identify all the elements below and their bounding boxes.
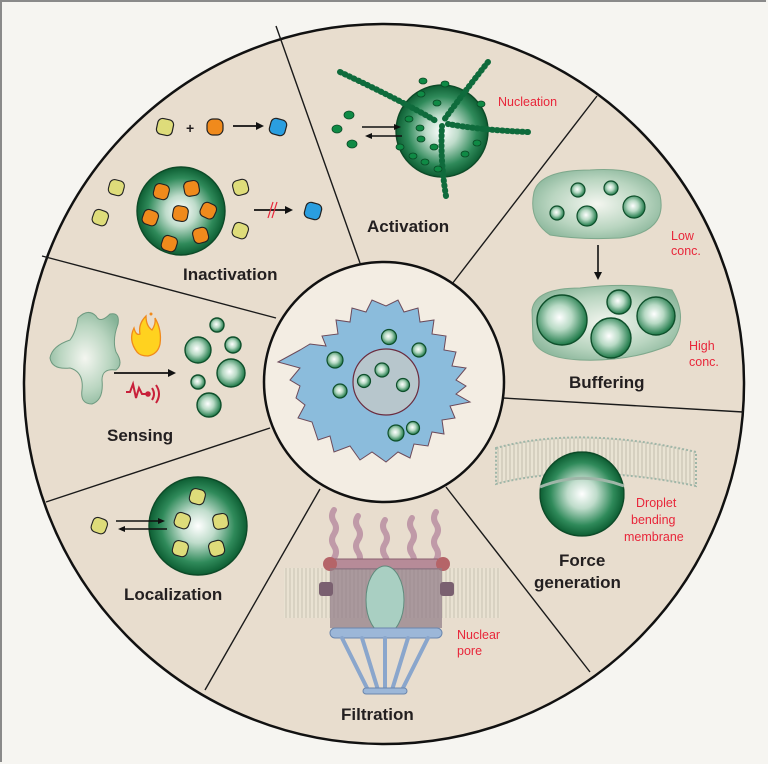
sector-activation: Nucleation Activation (331, 59, 557, 236)
cell-condensates (326, 328, 427, 442)
divider-force-filtration (445, 486, 591, 673)
sector-sensing: Sensing (49, 312, 246, 445)
label-sensing: Sensing (107, 426, 173, 445)
sector-filtration: Nuclear pore Filtration (284, 507, 500, 724)
sector-inactivation: + Inactivation (91, 117, 323, 284)
divider-buffering-force (502, 397, 744, 413)
label-generation: generation (534, 573, 621, 592)
lumen-right (440, 582, 454, 596)
arrow-head (256, 122, 264, 130)
sequestered-clients (141, 179, 218, 253)
cell-droplet (374, 362, 390, 378)
annotation-pore: pore (457, 644, 482, 658)
central-channel (365, 565, 405, 635)
arrow-head (285, 206, 293, 214)
cell (276, 299, 472, 463)
sector-dividers (41, 25, 744, 691)
cell-droplet (405, 420, 421, 436)
sector-localization: Localization (90, 476, 248, 604)
divider-localization-sensing (45, 427, 271, 503)
low-conc-compartment (532, 169, 662, 240)
high-conc-droplets (536, 289, 676, 359)
basket-strands (340, 636, 430, 692)
membrane-edge (539, 476, 625, 489)
free-client (90, 516, 109, 535)
annotation-low: Low (671, 229, 695, 243)
annotation-membrane: membrane (624, 530, 684, 544)
annotation-bending: bending (631, 513, 676, 527)
label-activation: Activation (367, 217, 449, 236)
block-mark (271, 201, 278, 219)
arrow-head (168, 369, 176, 377)
localized-clients (171, 488, 230, 558)
client-orange (206, 118, 224, 136)
arrow-head (365, 133, 372, 139)
flame-icon (130, 312, 162, 357)
arrow-head (394, 124, 401, 130)
product-blue (268, 117, 288, 137)
dispersed-phase-blob (49, 312, 121, 405)
cell-droplet (332, 383, 348, 399)
arrow-head (118, 526, 125, 532)
cell-droplet (356, 373, 372, 389)
cell-droplet (387, 424, 405, 442)
sector-force-generation: Droplet bending membrane Force generatio… (495, 436, 697, 592)
lumen-left (319, 582, 333, 596)
client-yellow (155, 117, 175, 137)
annotation-droplet: Droplet (636, 496, 677, 510)
nucleus (352, 348, 420, 416)
sensing-droplets (184, 317, 246, 418)
divider-inactivation-activation (275, 25, 361, 264)
label-inactivation: Inactivation (183, 265, 277, 284)
block-mark (267, 201, 274, 219)
ring-node (436, 557, 450, 571)
divider-filtration-localization (204, 488, 321, 691)
arrow-head (594, 272, 602, 280)
cell-droplet (411, 342, 427, 358)
distal-ring (362, 687, 408, 695)
annotation-nucleation: Nucleation (498, 95, 557, 109)
force-droplet (540, 452, 624, 536)
sector-buffering: Low conc. High conc. Buffering (531, 169, 719, 392)
cell-droplet (326, 351, 344, 369)
free-nucleators (331, 110, 358, 149)
annotation-high: High (689, 339, 715, 353)
ring-node (323, 557, 337, 571)
cell-droplet (395, 377, 411, 393)
label-buffering: Buffering (569, 373, 645, 392)
signal-icon (126, 380, 160, 404)
annotation-low-conc: conc. (671, 244, 701, 258)
annotation-high-conc: conc. (689, 355, 719, 369)
label-force: Force (559, 551, 605, 570)
low-conc-droplets (549, 180, 646, 227)
annotation-nuclear: Nuclear (457, 628, 500, 642)
arrow-head (158, 518, 165, 524)
divider-sensing-inactivation (41, 255, 277, 319)
plus-sign: + (186, 120, 194, 136)
nucleators (395, 77, 486, 173)
cell-droplet (380, 328, 398, 346)
free-clients (91, 178, 250, 240)
divider-activation-buffering (451, 95, 598, 285)
label-filtration: Filtration (341, 705, 414, 724)
product-blue (303, 201, 323, 221)
filament-outlines (339, 61, 529, 197)
label-localization: Localization (124, 585, 222, 604)
